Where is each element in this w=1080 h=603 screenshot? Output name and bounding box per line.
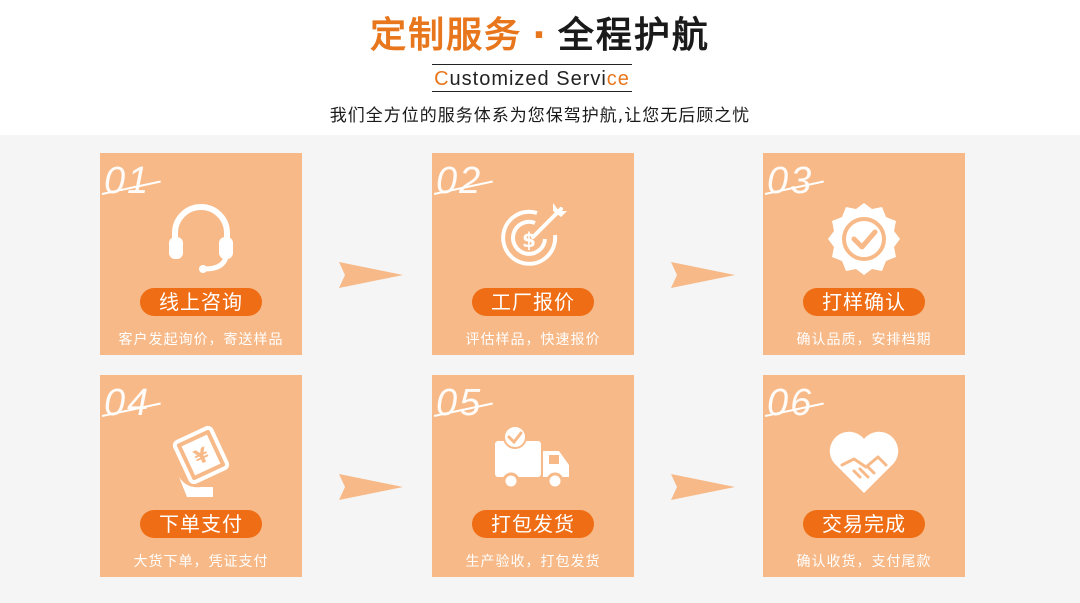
- english-subtitle: Customized Service: [432, 64, 632, 92]
- step-card-online-consult: 01 线上咨询 客户发起询价，寄送样品: [100, 153, 302, 355]
- subtitle-first-letter: C: [434, 68, 450, 90]
- check-badge-icon: [828, 203, 900, 275]
- step-card-factory-quote: 02 $ 工厂报价 评估样品，快速报价: [432, 153, 634, 355]
- step-caption: 确认品质，安排档期: [796, 332, 932, 348]
- step-number: 04: [104, 382, 151, 424]
- subtitle-last-letter: ce: [606, 68, 630, 90]
- step-caption: 大货下单，凭证支付: [133, 554, 269, 570]
- handshake-heart-icon: [829, 431, 899, 493]
- svg-text:$: $: [522, 228, 536, 252]
- page-title: 定制服务·全程护航: [0, 14, 1080, 58]
- step-title: 下单支付: [140, 510, 262, 538]
- step-caption: 生产验收，打包发货: [465, 554, 601, 570]
- header-background: [0, 0, 1080, 135]
- step-number: 06: [767, 382, 814, 424]
- step-card-sample-confirm: 03 打样确认 确认品质，安排档期: [763, 153, 965, 355]
- step-number: 03: [767, 160, 814, 202]
- step-caption: 确认收货，支付尾款: [796, 554, 932, 570]
- step-title: 交易完成: [803, 510, 925, 538]
- title-highlight: 定制服务: [370, 15, 523, 56]
- subtitle-middle: ustomized Servi: [449, 68, 607, 90]
- step-title: 打样确认: [803, 288, 925, 316]
- step-card-complete: 06 交易完成 确认收货，支付尾款: [763, 375, 965, 577]
- step-card-place-order: 04 ¥ 下单支付 大货下单，凭证支付: [100, 375, 302, 577]
- step-title: 线上咨询: [140, 288, 262, 316]
- payment-card-icon: ¥: [172, 425, 230, 497]
- flow-arrow-icon: [671, 474, 735, 500]
- headset-icon: [169, 204, 233, 273]
- flow-arrow-icon: [339, 474, 403, 500]
- target-dollar-icon: $: [501, 203, 567, 266]
- step-caption: 客户发起询价，寄送样品: [118, 332, 284, 348]
- delivery-truck-icon: [495, 425, 569, 490]
- title-dot: ·: [532, 15, 548, 56]
- flow-arrow-icon: [339, 262, 403, 288]
- step-number: 01: [104, 160, 151, 202]
- step-title: 打包发货: [472, 510, 594, 538]
- step-title: 工厂报价: [472, 288, 594, 316]
- title-rest: 全程护航: [557, 15, 710, 56]
- step-number: 05: [436, 382, 483, 424]
- page-description: 我们全方位的服务体系为您保驾护航,让您无后顾之忧: [329, 106, 751, 126]
- step-caption: 评估样品，快速报价: [465, 332, 601, 348]
- flow-arrow-icon: [671, 262, 735, 288]
- step-number: 02: [436, 160, 483, 202]
- step-card-ship: 05 打包发货 生产验收，打包发货: [432, 375, 634, 577]
